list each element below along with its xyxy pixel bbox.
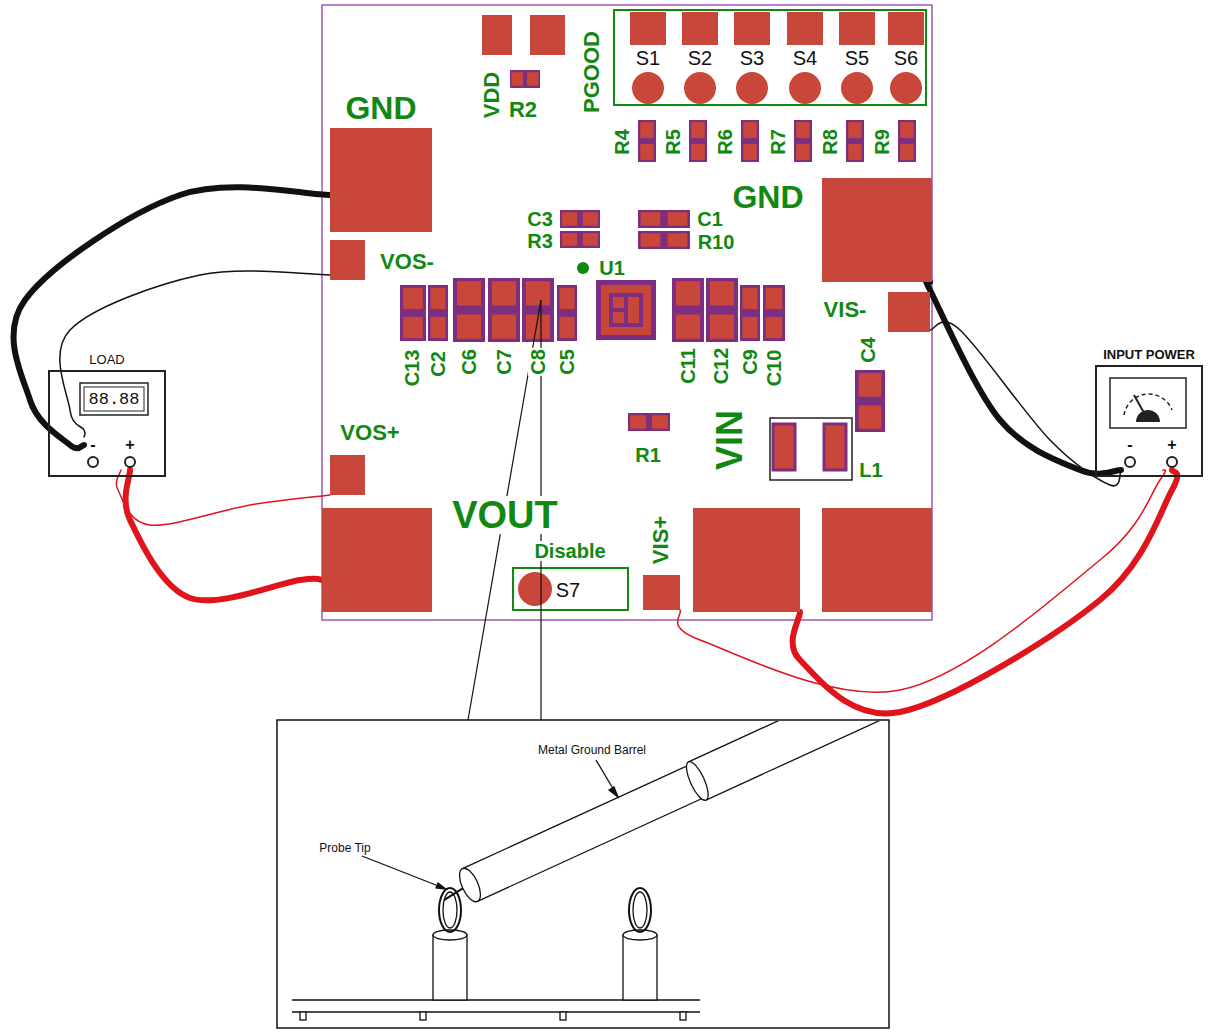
electronic-load: LOAD-+ [48,370,166,477]
terminal: - [1121,437,1139,470]
part-label: C7 [494,349,514,375]
node-label: GND [732,181,803,213]
part-label: L1 [859,460,882,480]
test-wire [60,271,330,437]
callout-label: Probe Tip [319,842,370,854]
disable-switch [513,568,628,610]
inductor-l1 [770,418,852,480]
callout-label: Metal Ground Barrel [538,744,646,756]
part-label: C6 [459,349,479,375]
meter-icon [1110,378,1186,428]
part-label: R4 [612,129,632,155]
test-wire [793,470,1178,713]
part-label: VDD [481,72,503,118]
load-display [80,383,148,415]
test-wire [925,278,1121,474]
node-label: + [1167,437,1176,453]
part-label: C3 [527,209,553,229]
part-label: S7 [556,580,580,600]
node-label: - [1127,437,1132,453]
part-label: R9 [872,129,892,155]
part-label: C12 [711,348,731,385]
sense-pad: VIS+ [643,575,680,610]
sense-pad: VIS- [888,292,930,332]
terminal-post [124,456,136,468]
node-label: VOS- [380,251,434,273]
node-label: VIS- [824,299,867,321]
part-label: C11 [678,348,698,384]
part-label: R2 [509,99,537,121]
sense-pad: VOS+ [330,455,365,495]
terminal: + [121,437,139,470]
node-label: VOS+ [340,422,399,444]
part-label: R5 [663,129,683,155]
probe-inset [277,654,942,1028]
node-label: VIN [712,410,748,470]
part-label: C9 [740,349,760,375]
part-label: S5 [845,48,869,68]
part-label: PGOOD [581,31,603,113]
part-label: S1 [636,48,660,68]
test-wire [930,322,1121,486]
part-label: C4 [858,337,878,363]
part-label: C8 [528,348,548,376]
test-wire [126,470,322,600]
terminal-post [1124,456,1136,468]
part-label: S4 [793,48,817,68]
gnd-pad: GND [822,178,932,282]
part-label: S2 [688,48,712,68]
node-label: - [90,437,95,453]
power-supply: INPUT POWER-+ [1095,365,1203,477]
node-label: GND [345,92,416,124]
display-digits: 88.88 [88,391,139,408]
part-label: R3 [527,231,553,251]
node-label: INPUT POWER [1103,348,1195,361]
part-label: R1 [635,445,661,465]
part-label: R8 [820,129,840,155]
part-label: R6 [715,129,735,155]
part-label: S6 [894,48,918,68]
part-label: Disable [533,541,606,561]
sense-pad: VOS- [330,240,365,280]
part-label: S3 [740,48,764,68]
part-label: U1 [599,258,625,278]
part-label: C10 [764,350,784,387]
test-wire [677,470,1165,692]
test-wire [14,187,330,448]
switch-header [614,10,926,105]
node-label: VOUT [451,496,559,534]
node-label: VIS+ [650,516,672,564]
terminal-post [87,456,99,468]
part-label: C2 [428,351,448,377]
terminal-post [1166,456,1178,468]
pad [530,15,565,55]
node-label: + [125,437,134,453]
part-label: C13 [402,350,422,387]
node-label: LOAD [89,353,124,366]
pad [822,508,932,612]
part-label: C5 [557,349,577,375]
terminal: + [1163,437,1181,470]
part-label: R10 [698,232,735,252]
pcb-outline [322,5,932,620]
vout-pad: VOUT [322,508,432,612]
part-label: C1 [697,209,723,229]
part-label: R7 [768,129,788,155]
terminal: - [84,437,102,470]
gnd-pad: GND [330,128,432,232]
test-wire [116,470,330,525]
pad [482,15,512,55]
vin-pad: VIN [693,508,800,612]
